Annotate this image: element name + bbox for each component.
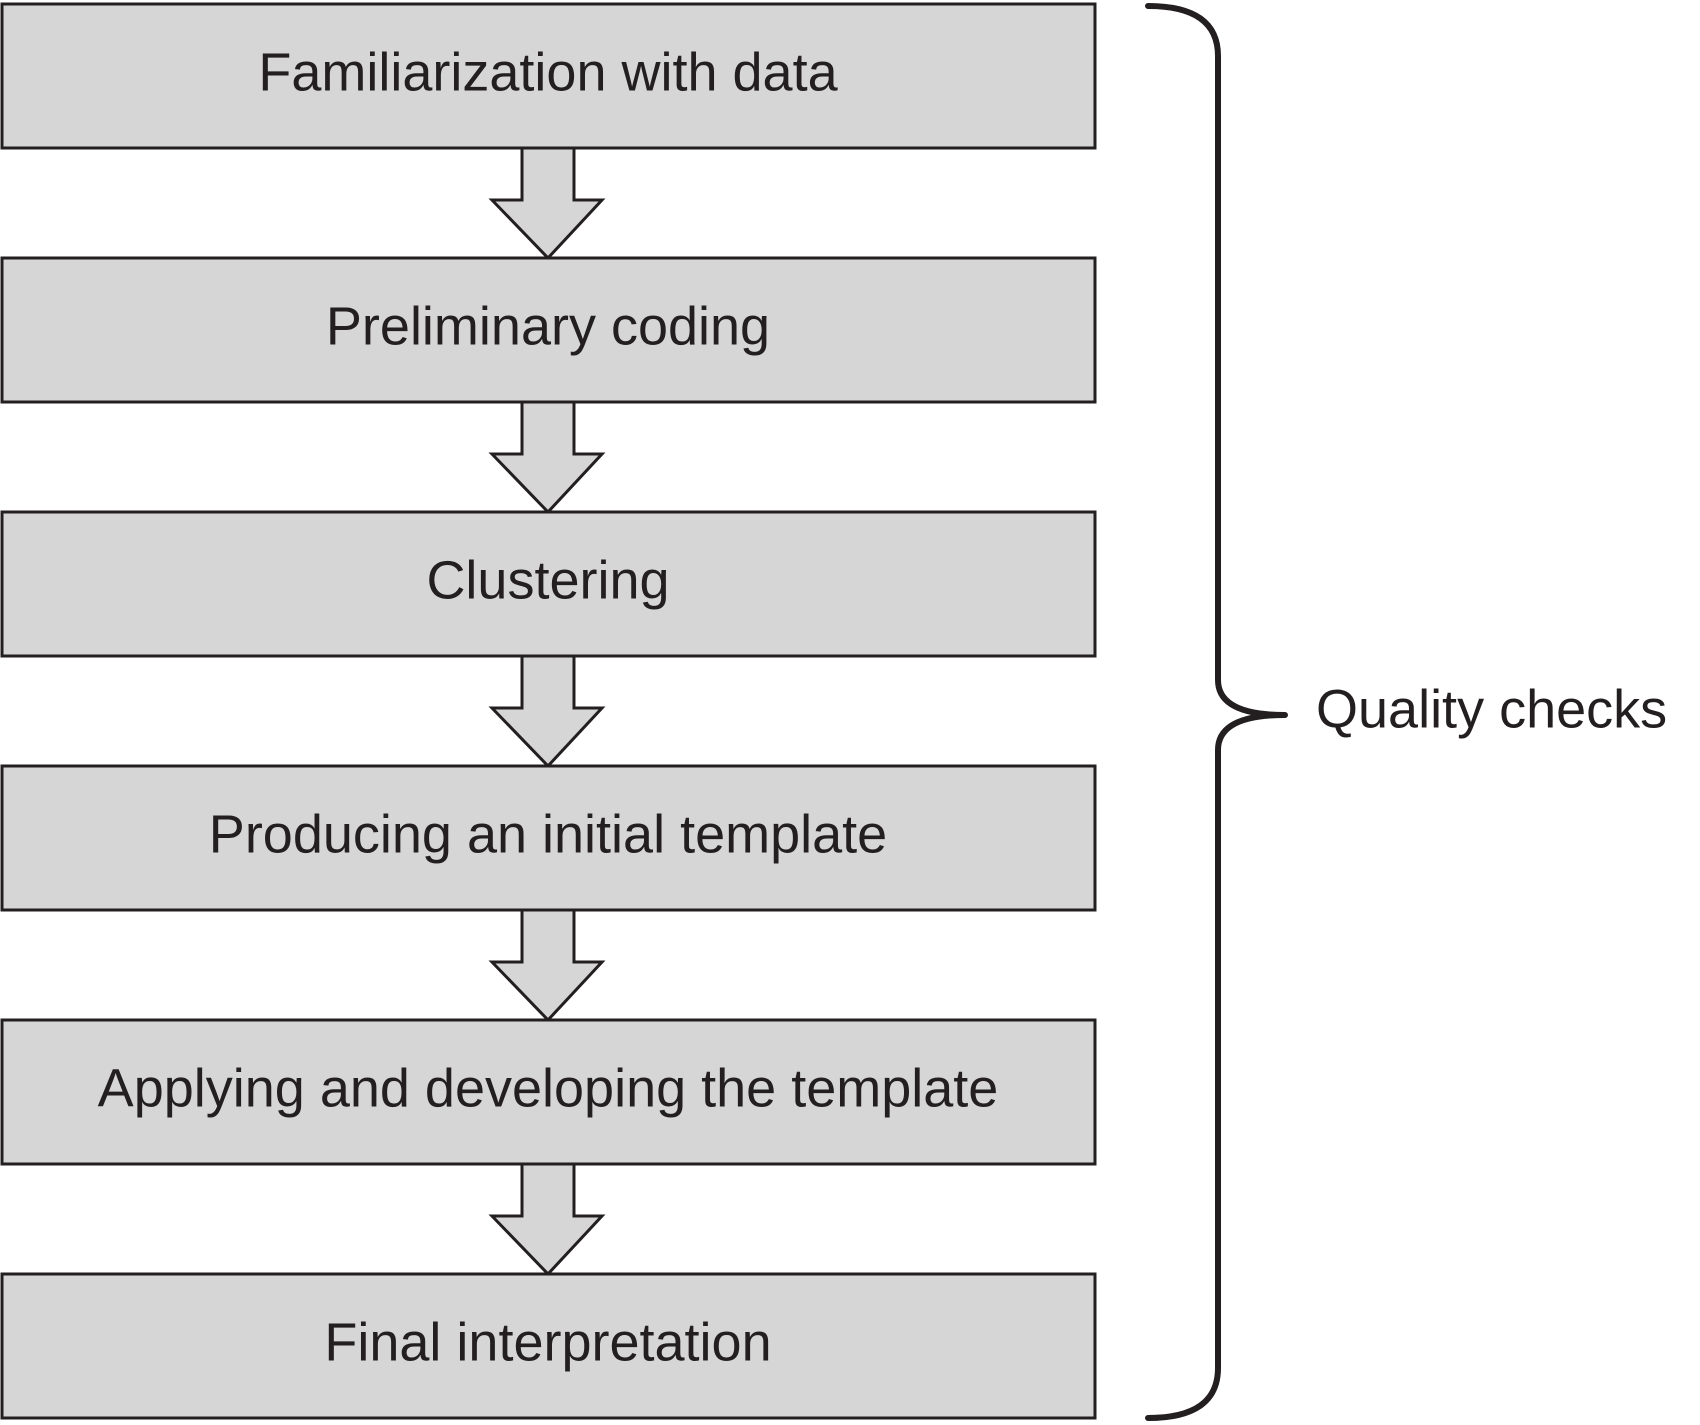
- right-curly-brace-icon: [1145, 3, 1288, 1421]
- step-box: [0, 1018, 1097, 1166]
- step-label: Preliminary coding: [326, 296, 770, 356]
- step-box: [0, 256, 1097, 404]
- step-clustering: Clustering: [0, 510, 1097, 658]
- step-label: Clustering: [426, 550, 669, 610]
- step-applying-template: Applying and developing the template: [0, 1018, 1097, 1166]
- step-label: Final interpretation: [324, 1312, 771, 1372]
- down-arrow-icon: [488, 400, 606, 515]
- step-box: [0, 1272, 1097, 1420]
- down-arrow-icon: [488, 146, 606, 261]
- step-label: Familiarization with data: [258, 42, 838, 102]
- quality-checks-label: Quality checks: [1316, 679, 1667, 739]
- down-arrow-icon: [488, 908, 606, 1023]
- step-preliminary-coding: Preliminary coding: [0, 256, 1097, 404]
- step-box: [0, 764, 1097, 912]
- down-arrow-icon: [488, 1162, 606, 1277]
- step-box: [0, 2, 1097, 150]
- step-final-interpretation: Final interpretation: [0, 1272, 1097, 1420]
- step-label: Producing an initial template: [209, 804, 887, 864]
- down-arrow-icon: [488, 654, 606, 769]
- step-box: [0, 510, 1097, 658]
- step-label: Applying and developing the template: [98, 1058, 999, 1118]
- step-initial-template: Producing an initial template: [0, 764, 1097, 912]
- step-familiarization: Familiarization with data: [0, 2, 1097, 150]
